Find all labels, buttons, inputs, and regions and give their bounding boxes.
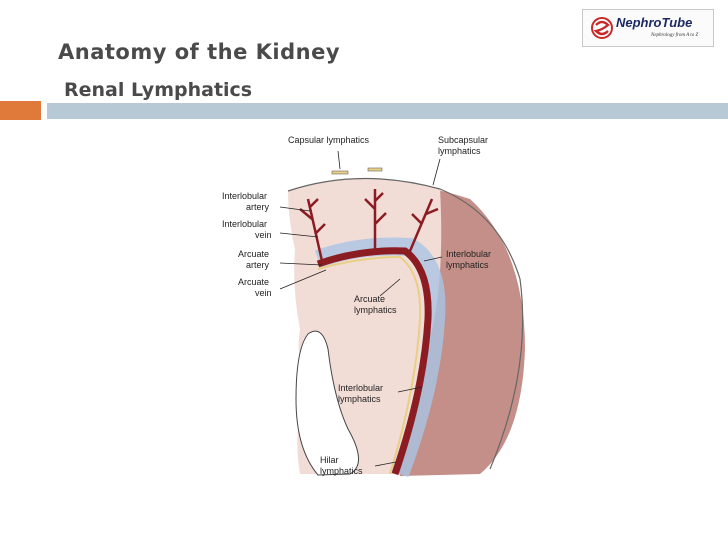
label-subcapsular-line1: Subcapsular — [438, 135, 488, 145]
slide-title: Anatomy of the Kidney — [58, 40, 341, 64]
accent-block — [0, 101, 41, 120]
label-arcuate-lymphatics-line1: Arcuate — [354, 294, 385, 304]
label-arcuate-lymphatics-line2: lymphatics — [354, 305, 397, 315]
label-arcuate-artery-line1: Arcuate — [238, 249, 269, 259]
label-interlobular-lymphatics-lower-line2: lymphatics — [338, 394, 381, 404]
logo-wordmark: NephroTube — [616, 15, 693, 30]
leader-lines — [279, 150, 443, 467]
label-interlobular-artery-line2: artery — [246, 202, 270, 212]
label-interlobular-lymphatics-right-line1: Interlobular — [446, 249, 491, 259]
label-arcuate-vein-line1: Arcuate — [238, 277, 269, 287]
renal-sinus — [295, 330, 359, 476]
arcuate-artery-path — [316, 247, 432, 476]
label-capsular-lymphatics: Capsular lymphatics — [288, 135, 370, 145]
arcuate-vein-band — [314, 237, 446, 478]
label-subcapsular-line2: lymphatics — [438, 146, 481, 156]
label-hilar-line2: lymphatics — [320, 466, 363, 476]
label-arcuate-vein-line2: vein — [255, 288, 272, 298]
kidney-diagram: Capsular lymphatics Subcapsular lymphati… — [222, 135, 525, 478]
label-hilar-line1: Hilar — [320, 455, 339, 465]
kidney-capsule — [287, 177, 524, 470]
arcuate-lymph-path — [317, 255, 422, 475]
nephrotube-logo: NephroTube Nephrology from A to Z — [582, 9, 714, 47]
kidney-lymphatics-figure: Capsular lymphatics Subcapsular lymphati… — [200, 129, 546, 486]
label-interlobular-artery-line1: Interlobular — [222, 191, 267, 201]
nephrotube-logo-icon — [591, 17, 613, 39]
label-interlobular-lymphatics-lower-line1: Interlobular — [338, 383, 383, 393]
interlobular-vessels — [299, 189, 439, 262]
label-interlobular-vein-line1: Interlobular — [222, 219, 267, 229]
label-arcuate-artery-line2: artery — [246, 260, 270, 270]
slide-subtitle: Renal Lymphatics — [64, 79, 253, 101]
label-interlobular-lymphatics-right-line2: lymphatics — [446, 260, 489, 270]
capsular-lymphatic-marker — [331, 170, 349, 175]
accent-bar — [47, 103, 728, 119]
label-interlobular-vein-line2: vein — [255, 230, 272, 240]
capsular-lymphatic-marker — [367, 167, 383, 172]
logo-tagline: Nephrology from A to Z — [651, 33, 699, 38]
